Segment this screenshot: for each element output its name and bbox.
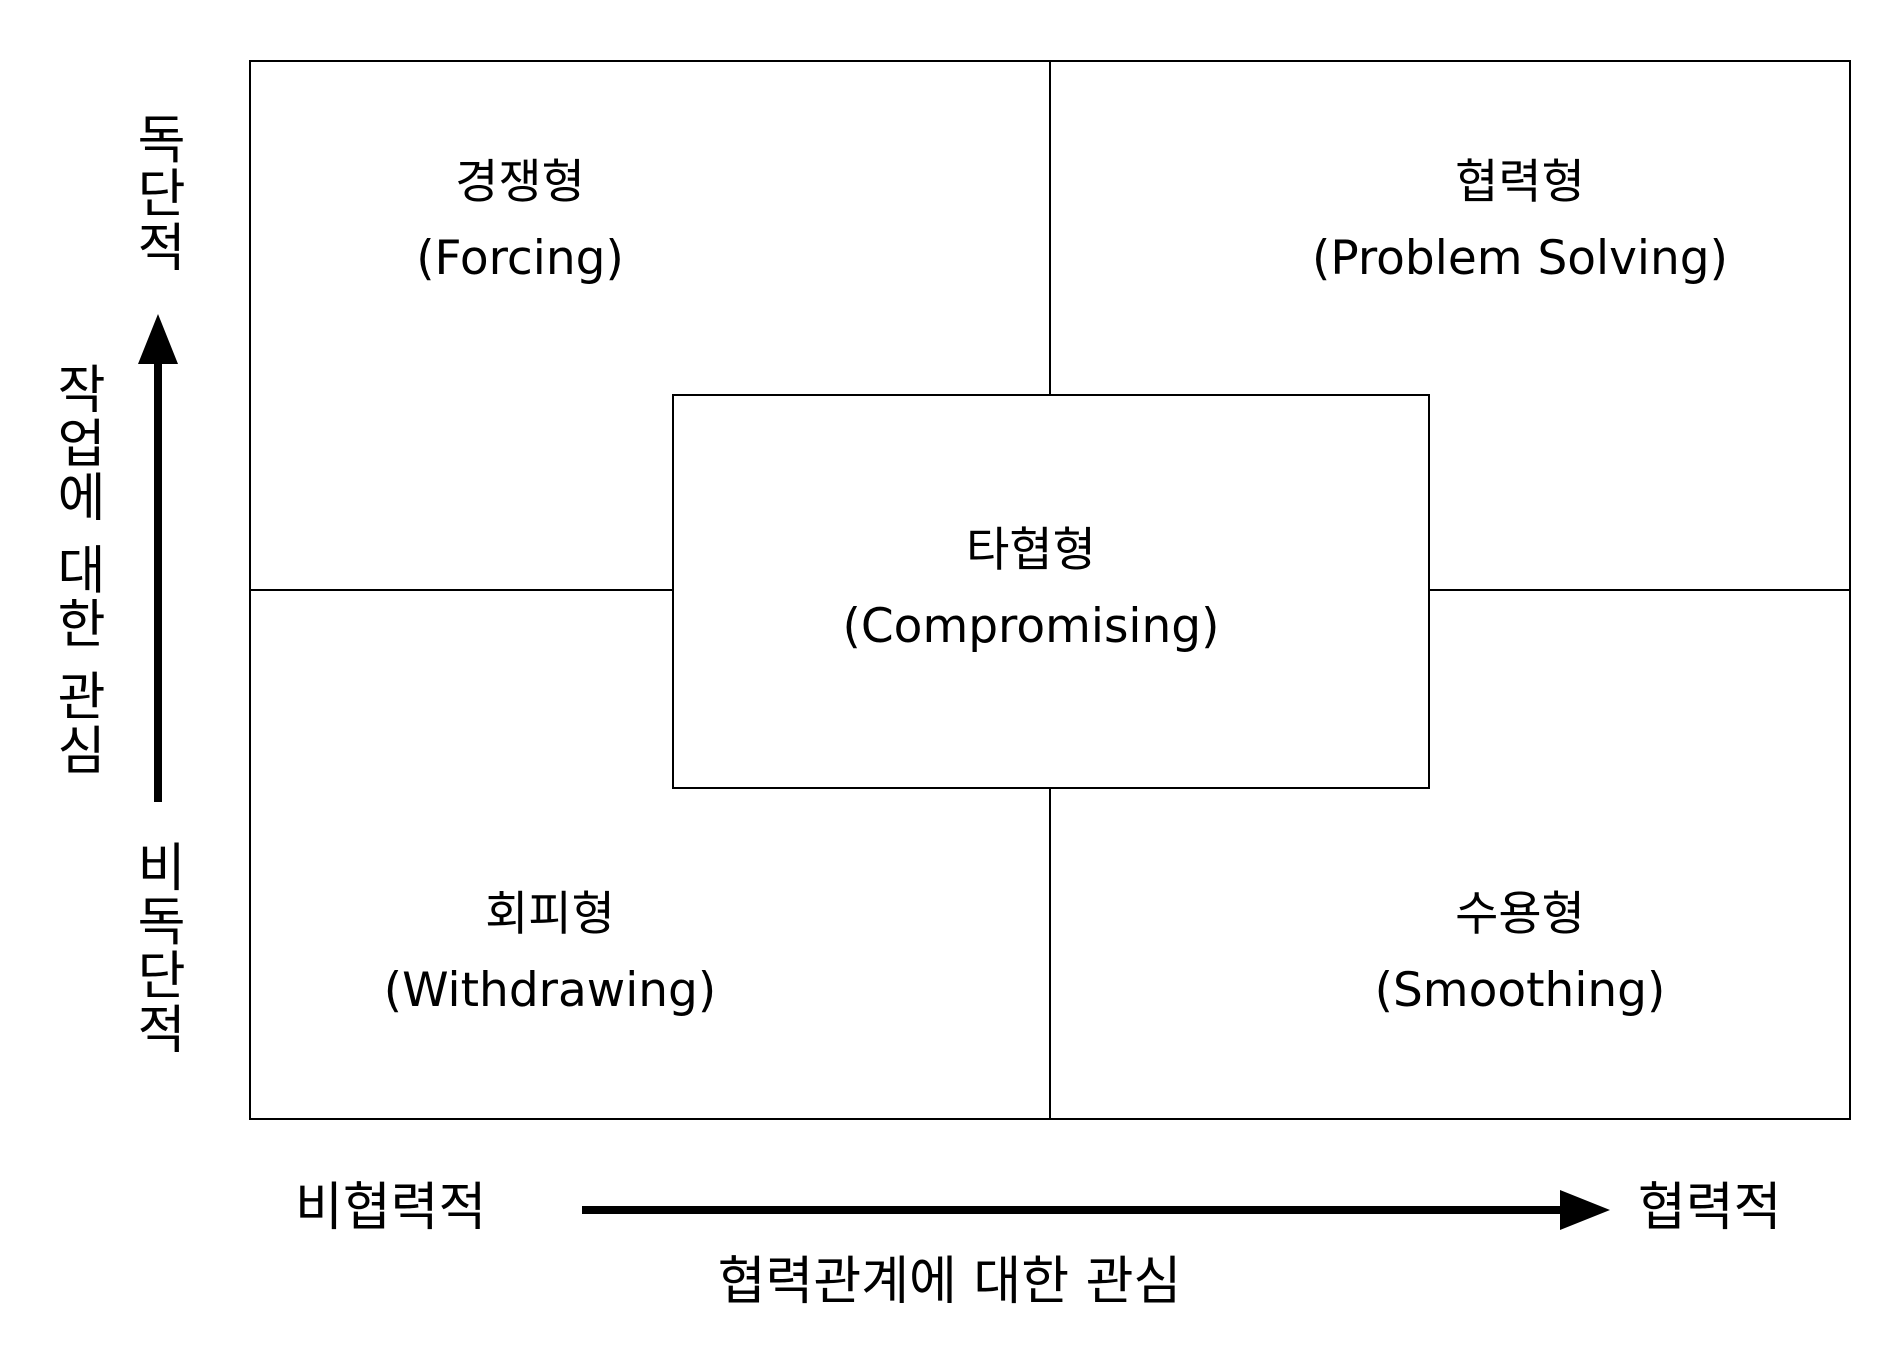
x-axis-high-label: 협력적 <box>1638 1178 1782 1238</box>
quadrant-problem-solving-english: (Problem Solving) <box>1312 231 1728 286</box>
y-axis-low-label: 비독단적 <box>126 840 186 1056</box>
x-axis-arrow <box>582 1190 1610 1230</box>
quadrant-smoothing-korean: 수용형 <box>1455 887 1585 942</box>
quadrant-forcing-english: (Forcing) <box>416 231 624 286</box>
quadrant-forcing-korean: 경쟁형 <box>455 155 585 210</box>
quadrant-problem-solving-korean: 협력형 <box>1455 155 1585 210</box>
quadrant-withdrawing-english: (Withdrawing) <box>383 963 717 1018</box>
quadrant-compromising-korean: 타협형 <box>966 523 1096 578</box>
quadrant-problem-solving: 협력형 (Problem Solving) <box>1240 145 1800 297</box>
quadrant-withdrawing-korean: 회피형 <box>485 887 615 942</box>
x-axis-title: 협력관계에 대한 관심 <box>717 1252 1182 1312</box>
quadrant-compromising-english: (Compromising) <box>842 599 1220 654</box>
y-axis-arrow <box>138 314 178 802</box>
y-axis-high-label: 독단적 <box>126 112 186 274</box>
y-axis-title: 작업에 대한 관심 <box>46 362 106 778</box>
quadrant-compromising: 타협형 (Compromising) <box>751 513 1311 665</box>
quadrant-forcing: 경쟁형 (Forcing) <box>240 145 800 297</box>
quadrant-smoothing-english: (Smoothing) <box>1374 963 1666 1018</box>
compromising-box <box>672 394 1430 789</box>
x-axis-low-label: 비협력적 <box>295 1178 487 1238</box>
quadrant-smoothing: 수용형 (Smoothing) <box>1240 877 1800 1029</box>
quadrant-withdrawing: 회피형 (Withdrawing) <box>270 877 830 1029</box>
